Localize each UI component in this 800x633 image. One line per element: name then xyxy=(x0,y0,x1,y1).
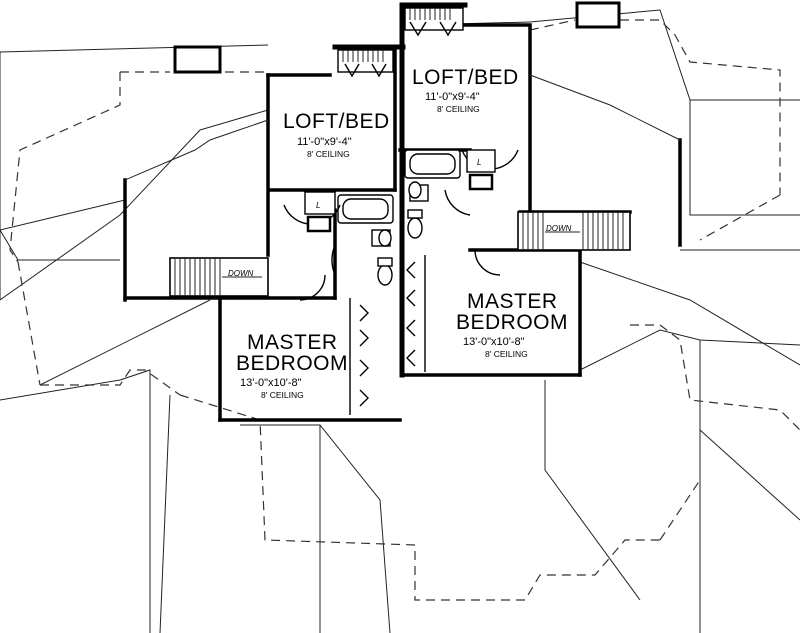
room-master-right-dims: 13'-0"x10'-8" xyxy=(463,336,525,348)
room-master-left-dims: 13'-0"x10'-8" xyxy=(240,377,302,389)
room-loft-right-dims: 11'-0"x9'-4" xyxy=(425,91,480,103)
laundry-right-label: L xyxy=(477,158,481,167)
room-loft-left-ceiling: 8' CEILING xyxy=(307,149,350,159)
room-master-right-name2: BEDROOM xyxy=(456,311,568,334)
eave-dashed-line xyxy=(9,19,800,601)
room-master-right-name1: MASTER xyxy=(467,290,558,313)
room-loft-left-name: LOFT/BED xyxy=(283,110,390,133)
room-loft-right-name: LOFT/BED xyxy=(412,66,519,89)
room-loft-left: LOFT/BED 11'-0"x9'-4" 8' CEILING xyxy=(283,110,390,159)
room-loft-left-dims: 11'-0"x9'-4" xyxy=(297,136,352,148)
room-master-right-ceiling: 8' CEILING xyxy=(485,349,528,359)
stairs-right-label: DOWN xyxy=(546,224,572,233)
room-master-left-name1: MASTER xyxy=(247,331,338,354)
bath-left: L xyxy=(283,191,394,301)
room-master-right: MASTER BEDROOM 13'-0"x10'-8" 8' CEILING xyxy=(456,290,568,359)
stairs-left-label: DOWN xyxy=(228,269,254,278)
room-master-left-name2: BEDROOM xyxy=(236,352,348,375)
stairs-left: DOWN xyxy=(174,258,262,296)
right-unit-walls xyxy=(398,2,682,378)
room-master-left: MASTER BEDROOM 13'-0"x10'-8" 8' CEILING xyxy=(236,331,348,400)
stairs-right: DOWN xyxy=(522,212,624,250)
top-closet-right xyxy=(404,7,464,37)
closet-right xyxy=(406,255,426,372)
bath-right: L xyxy=(404,149,519,276)
top-closet-left xyxy=(337,49,394,78)
room-loft-right-ceiling: 8' CEILING xyxy=(437,104,480,114)
laundry-left-label: L xyxy=(316,201,320,210)
room-loft-right: LOFT/BED 11'-0"x9'-4" 8' CEILING xyxy=(412,66,519,114)
chimney-left xyxy=(173,45,222,74)
room-master-left-ceiling: 8' CEILING xyxy=(261,390,304,400)
chimney-right xyxy=(575,1,621,29)
closet-left xyxy=(349,298,369,415)
